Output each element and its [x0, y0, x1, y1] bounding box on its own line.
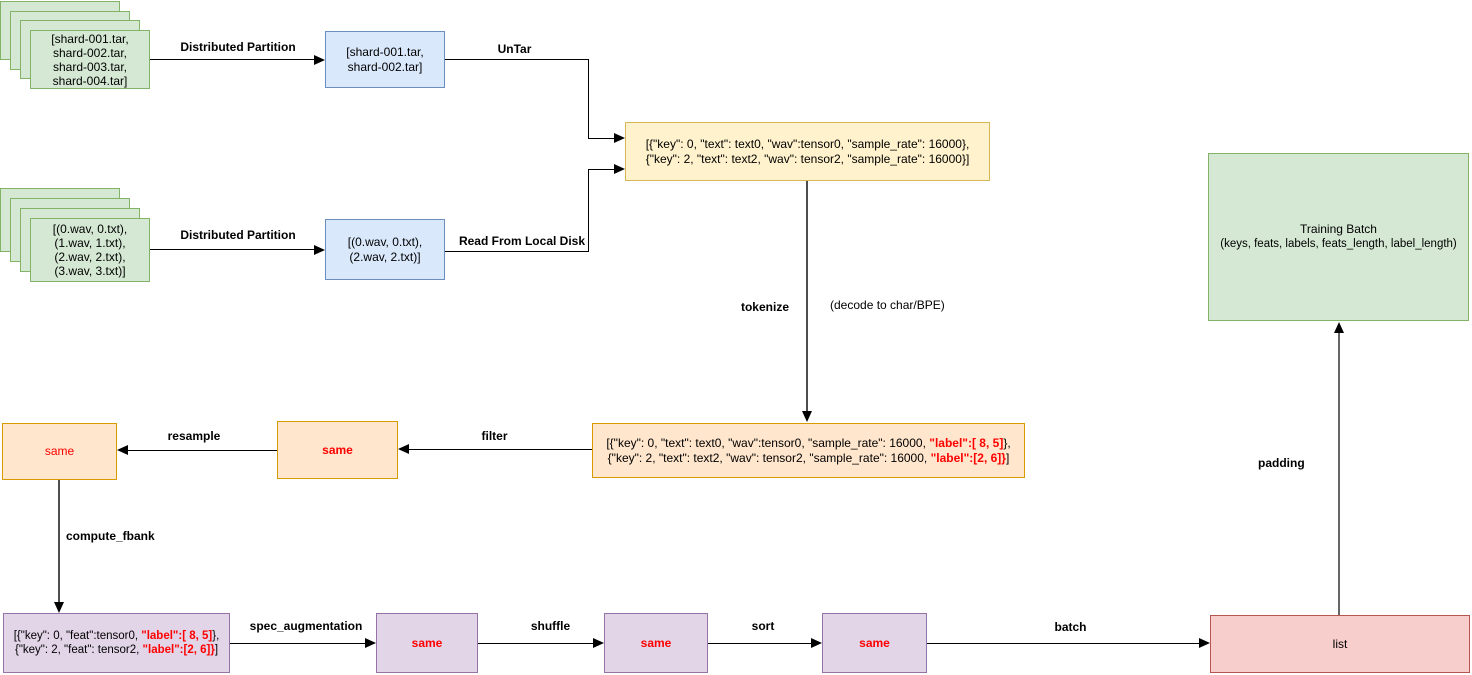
node-text-line: {"key": 2, "text": text2, "wav": tensor2… [608, 451, 1010, 466]
arrow-line [445, 59, 588, 60]
arrowhead-down [54, 602, 64, 613]
arrow-line [128, 450, 277, 451]
sort-same-node: same [822, 613, 927, 673]
shard-subset-node: [shard-001.tar, shard-002.tar] [325, 31, 445, 88]
node-text-line: shard-004.tar] [52, 73, 128, 88]
untar-output-node: [{"key": 0, "text": text0, "wav":tensor0… [625, 122, 990, 181]
label-highlight: "label":[ 8, 5] [929, 435, 1004, 450]
edge-label-read-from-local-disk: Read From Local Disk [450, 234, 594, 248]
text-segment: {"key": 2, "feat": tensor2, [14, 644, 143, 656]
label-highlight: "label":[ 8, 5] [141, 630, 213, 642]
arrow-line [230, 643, 365, 644]
arrowhead-left [398, 444, 409, 454]
same-text: same [322, 442, 353, 457]
arrow-line [150, 59, 314, 60]
arrow-line [409, 449, 592, 450]
wav-stack-front: [(0.wav, 0.txt), (1.wav, 1.txt), (2.wav,… [30, 218, 150, 282]
training-batch-title: Training Batch [1300, 222, 1377, 236]
same-text: same [859, 635, 890, 650]
edge-label-filter: filter [455, 429, 534, 443]
arrowhead-right [314, 55, 325, 65]
arrow-line [58, 480, 60, 602]
same-text: same [411, 635, 443, 650]
arrowhead-right [614, 164, 625, 174]
text-segment: ] [214, 644, 219, 656]
edge-label-spec-augmentation: spec_augmentation [239, 619, 373, 633]
node-text-line: [(0.wav, 0.txt), [52, 222, 128, 236]
arrowhead-right [811, 638, 822, 648]
node-text-line: [{"key": 0, "feat":tensor0, "label":[ 8,… [14, 629, 220, 643]
resample-same-node: same [2, 423, 117, 480]
edge-label-tokenize: tokenize [726, 300, 804, 314]
arrow-line [445, 251, 589, 252]
arrowhead-right [314, 245, 325, 255]
text-segment: [{"key": 0, "text": text0, "wav":tensor0… [606, 435, 930, 450]
edge-label-sort: sort [731, 619, 795, 633]
arrowhead-right [614, 133, 625, 143]
text-segment: }, [1003, 435, 1011, 450]
node-text-line: (2.wav, 2.txt)] [349, 249, 421, 264]
same-text: same [44, 444, 75, 458]
node-text-line: shard-003.tar, [52, 59, 128, 74]
arrow-line [478, 643, 593, 644]
label-highlight: "label":[2, 6]} [930, 450, 1006, 465]
edge-label-batch: batch [1021, 620, 1120, 634]
arrow-line [588, 169, 614, 170]
text-segment: ] [1005, 450, 1010, 465]
training-batch-subtitle: (keys, feats, labels, feats_length, labe… [1220, 238, 1457, 250]
edge-label-untar: UnTar [470, 42, 559, 56]
arrow-line [588, 59, 589, 138]
text-segment: }, [212, 630, 220, 642]
arrowhead-left [117, 445, 128, 455]
node-text-line: [(0.wav, 0.txt), [347, 234, 423, 249]
edge-label-distributed-partition-1: Distributed Partition [161, 40, 315, 54]
node-text-line: [shard-001.tar, [51, 31, 129, 46]
node-text-line: (3.wav, 3.txt)] [54, 264, 126, 278]
arrow-line [150, 249, 314, 250]
label-highlight: "label":[2, 6]} [142, 644, 215, 656]
shuffle-same-node: same [604, 613, 708, 673]
arrow-line [1338, 333, 1340, 615]
node-text-line: {"key": 2, "feat": tensor2, "label":[2, … [15, 643, 218, 657]
node-text-line: shard-002.tar] [347, 59, 423, 74]
arrow-line [588, 138, 614, 139]
arrowhead-right [365, 638, 376, 648]
shard-stack-front: [shard-001.tar, shard-002.tar, shard-003… [30, 30, 150, 89]
arrowhead-up [1334, 322, 1344, 333]
edge-label-resample: resample [152, 429, 236, 443]
arrow-line [708, 643, 811, 644]
fbank-output-node: [{"key": 0, "feat":tensor0, "label":[ 8,… [3, 613, 230, 673]
arrowhead-down [802, 411, 812, 422]
node-text-line: (2.wav, 2.txt), [54, 250, 126, 264]
edge-label-shuffle: shuffle [506, 619, 595, 633]
node-text-line: list [1332, 636, 1348, 651]
text-segment: {"key": 2, "text": text2, "wav": tensor2… [607, 450, 931, 465]
node-text-line: [shard-001.tar, [346, 44, 424, 59]
list-node: list [1210, 615, 1470, 673]
spec-aug-same-node: same [376, 613, 478, 673]
node-text-line: (1.wav, 1.txt), [54, 236, 126, 250]
edge-label-compute-fbank: compute_fbank [64, 529, 157, 543]
same-text: same [640, 635, 672, 650]
wav-subset-node: [(0.wav, 0.txt), (2.wav, 2.txt)] [325, 219, 445, 280]
node-text-line: [{"key": 0, "text": text0, "wav":tensor0… [645, 136, 970, 151]
training-batch-node: Training Batch (keys, feats, labels, fea… [1208, 153, 1469, 321]
filter-same-node: same [277, 421, 398, 479]
node-text-line: [{"key": 0, "text": text0, "wav":tensor0… [606, 436, 1010, 451]
arrowhead-right [593, 638, 604, 648]
edge-label-decode-note: (decode to char/BPE) [828, 298, 947, 312]
arrow-line [927, 643, 1199, 644]
arrow-line [806, 181, 808, 412]
edge-label-distributed-partition-2: Distributed Partition [161, 228, 315, 242]
text-segment: [{"key": 0, "feat":tensor0, [13, 630, 142, 642]
node-text-line: {"key": 2, "text": text2, "wav": tensor2… [645, 151, 970, 166]
edge-label-padding: padding [1256, 456, 1307, 470]
node-text-line: shard-002.tar, [52, 45, 128, 60]
arrow-line [588, 169, 589, 252]
tokenized-output-node: [{"key": 0, "text": text0, "wav":tensor0… [592, 423, 1025, 478]
arrowhead-right [1199, 638, 1210, 648]
